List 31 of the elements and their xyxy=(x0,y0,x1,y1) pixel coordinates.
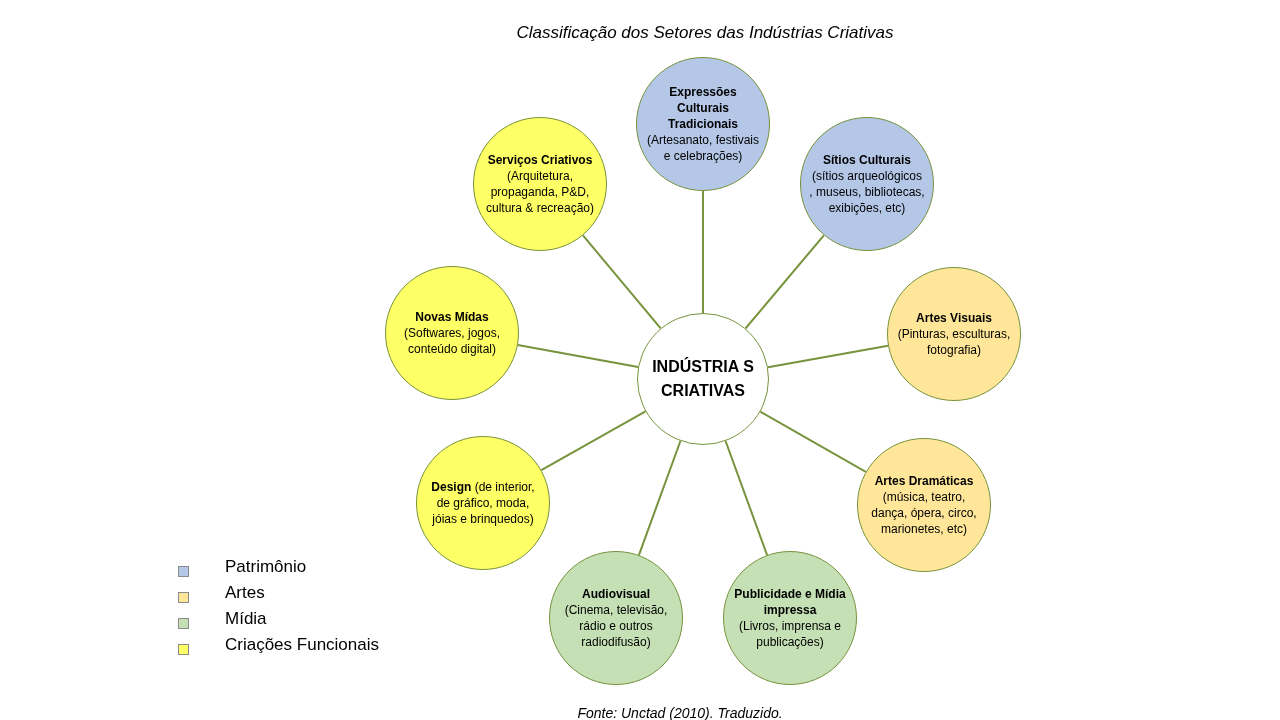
category-title: Expressões Culturais Tradicionais xyxy=(667,83,739,133)
connector-line xyxy=(702,190,704,314)
category-examples: (Arquitetura, propaganda, P&D, cultura & recreação) xyxy=(484,167,595,217)
category-examples: (Cinema, televisão, rádio e outros radiodifusão) xyxy=(563,601,669,651)
category-examples: (Livros, imprensa e publicações) xyxy=(737,618,842,651)
connector-line xyxy=(540,410,647,472)
legend-label: Artes xyxy=(225,581,265,604)
connector-line xyxy=(759,410,867,473)
category-title: Novas Mídas xyxy=(415,308,489,325)
category-examples: (Artesanato, festivais e celebrações) xyxy=(645,132,761,165)
legend-label: Patrimônio xyxy=(225,555,307,578)
connector-line xyxy=(637,440,682,557)
diagram-title: Classificação dos Setores das Indústrias Criativas xyxy=(515,22,895,44)
connector-line xyxy=(581,234,662,330)
category-title: Publicidade e Mídia impressa xyxy=(733,585,847,618)
category-title: Design (de interior, de gráfico, moda, jóias e brinquedos) xyxy=(430,478,536,528)
category-title: Audiovisual xyxy=(582,585,650,602)
connector-line xyxy=(744,234,825,330)
category-title: Artes Visuais xyxy=(916,309,992,326)
category-examples: (música, teatro, dança, ópera, circo, marionetes, etc) xyxy=(870,488,978,538)
legend-label: Mídia xyxy=(225,607,267,630)
category-title: INDÚSTRIA S CRIATIVAS xyxy=(651,356,755,401)
category-title: Sítios Culturais xyxy=(823,151,911,168)
connector-line xyxy=(724,440,769,557)
category-title: Artes Dramáticas xyxy=(874,472,974,489)
source-caption: Fonte: Unctad (2010). Traduzido. xyxy=(576,704,784,720)
category-title: Serviços Criativos xyxy=(487,151,593,168)
category-examples: (sítios arqueológicos , museus, bibliotecas, exibições, etc) xyxy=(809,167,925,217)
category-examples: (Softwares, jogos, conteúdo digital) xyxy=(402,324,501,358)
legend-label: Criações Funcionais xyxy=(225,633,379,656)
category-examples: (Pinturas, esculturas, fotografia) xyxy=(896,325,1012,359)
